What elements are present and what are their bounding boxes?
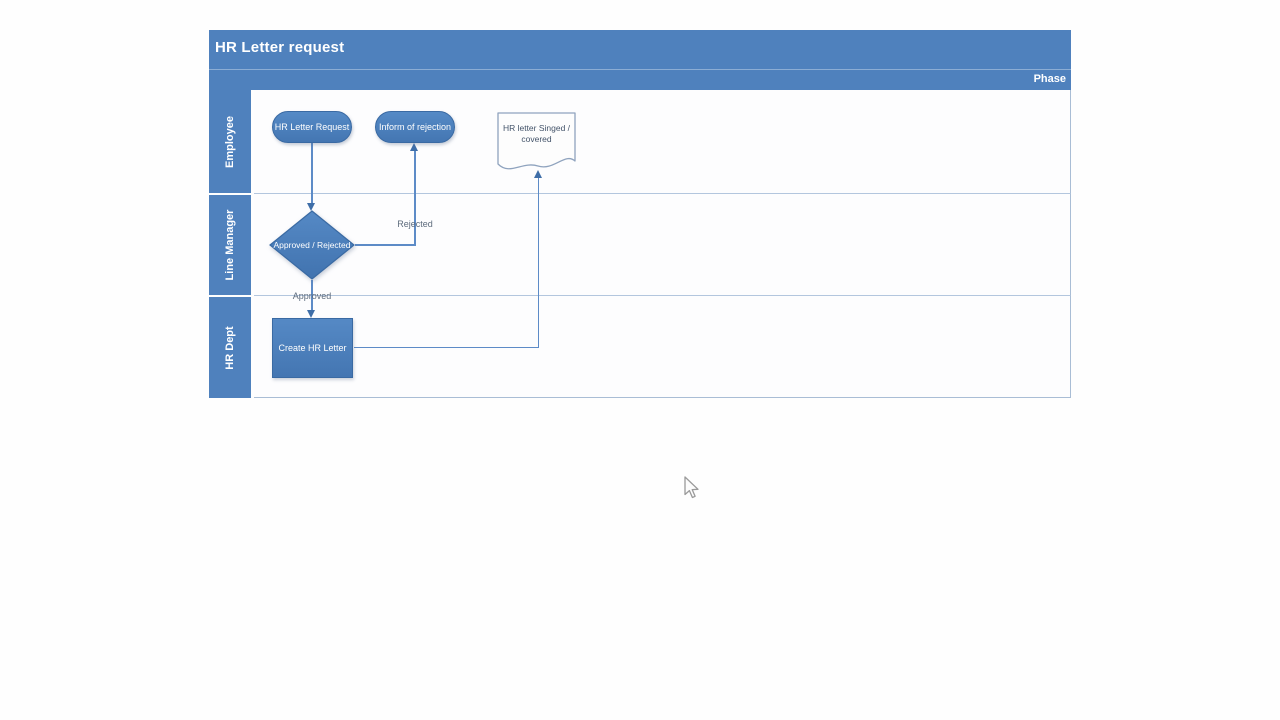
flowchart-title[interactable]: HR Letter request [215,39,345,56]
connector-rejected-vertical [414,151,416,245]
node-inform-of-rejection-label: Inform of rejection [378,121,452,132]
lane-label-employee-text: Employee [224,115,236,168]
connector-request-to-decision [311,143,313,203]
mouse-cursor-icon [684,476,699,499]
swimlane-flowchart: HR Letter request Phase Employee Line Ma… [209,30,1071,398]
lane-label-employee[interactable]: Employee [209,90,251,193]
lane-label-line-manager-text: Line Manager [224,209,236,281]
document-shape-icon [497,112,576,170]
node-hr-letter-request-label: HR Letter Request [274,121,350,132]
arrowhead-up-icon [410,143,418,151]
lane-label-hr-dept[interactable]: HR Dept [209,297,251,398]
diamond-shape-icon [269,210,355,280]
node-hr-letter-request[interactable]: HR Letter Request [272,111,352,143]
connector-label-approved: Approved [292,291,332,301]
node-create-hr-letter-label: Create HR Letter [278,342,347,353]
lane-label-hr-dept-text: HR Dept [224,325,236,370]
arrowhead-down-icon [307,310,315,318]
connector-create-to-doc-horizontal [354,346,539,348]
connector-create-to-doc-vertical [537,178,539,348]
arrowhead-down-icon [307,203,315,211]
arrowhead-up-icon [533,170,542,178]
connector-approved-vertical [311,280,313,311]
node-create-hr-letter[interactable]: Create HR Letter [272,318,353,378]
node-approved-rejected-label: Approved / Rejected [273,239,351,250]
node-hr-letter-signed-document[interactable]: HR letter Singed / covered [497,112,576,176]
node-hr-letter-signed-label: HR letter Singed / covered [502,123,571,145]
phase-label[interactable]: Phase [1033,73,1066,85]
node-approved-rejected-decision[interactable]: Approved / Rejected [269,210,355,280]
phase-row: Phase [209,69,1071,90]
flowchart-header-band: HR Letter request Phase [209,30,1071,90]
lane-body-employee [254,90,1071,194]
connector-label-rejected: Rejected [397,219,433,229]
node-inform-of-rejection[interactable]: Inform of rejection [375,111,455,143]
connector-rejected-horizontal [355,244,416,246]
lane-label-line-manager[interactable]: Line Manager [209,195,251,295]
